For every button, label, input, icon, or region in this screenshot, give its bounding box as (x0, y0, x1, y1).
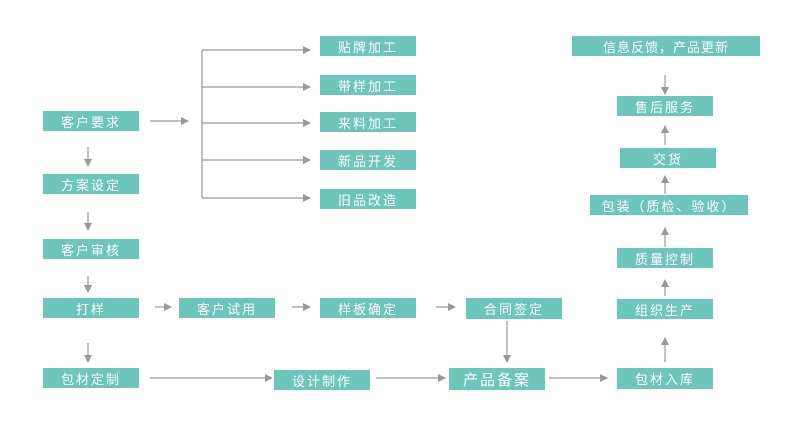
node-customer-trial: 客户试用 (179, 298, 275, 318)
node-old-product-renovation: 旧品改造 (320, 189, 416, 209)
node-sample-confirm: 样板确定 (320, 298, 416, 318)
node-quality-control: 质量控制 (617, 248, 713, 268)
node-oem-processing: 贴牌加工 (320, 36, 416, 56)
node-proofing: 打样 (43, 298, 139, 318)
node-organize-production: 组织生产 (617, 299, 713, 319)
node-packaging-storage: 包材入库 (617, 368, 713, 389)
node-customer-review: 客户审核 (43, 239, 139, 259)
node-sample-processing: 带样加工 (320, 75, 416, 95)
node-product-record: 产品备案 (449, 368, 545, 390)
node-new-product-dev: 新品开发 (320, 150, 416, 170)
node-customer-requirement: 客户要求 (43, 111, 139, 131)
node-contract-signing: 合同签定 (466, 298, 562, 319)
node-packing-inspection: 包装（质检、验收） (590, 195, 748, 215)
node-feedback-update: 信息反馈，产品更新 (572, 36, 760, 56)
node-material-processing: 来料加工 (320, 112, 416, 132)
node-plan-setting: 方案设定 (43, 174, 139, 194)
node-packaging-custom: 包材定制 (43, 368, 139, 388)
node-design-production: 设计制作 (274, 370, 370, 390)
node-after-sales: 售后服务 (617, 96, 713, 116)
node-delivery: 交货 (620, 148, 716, 168)
